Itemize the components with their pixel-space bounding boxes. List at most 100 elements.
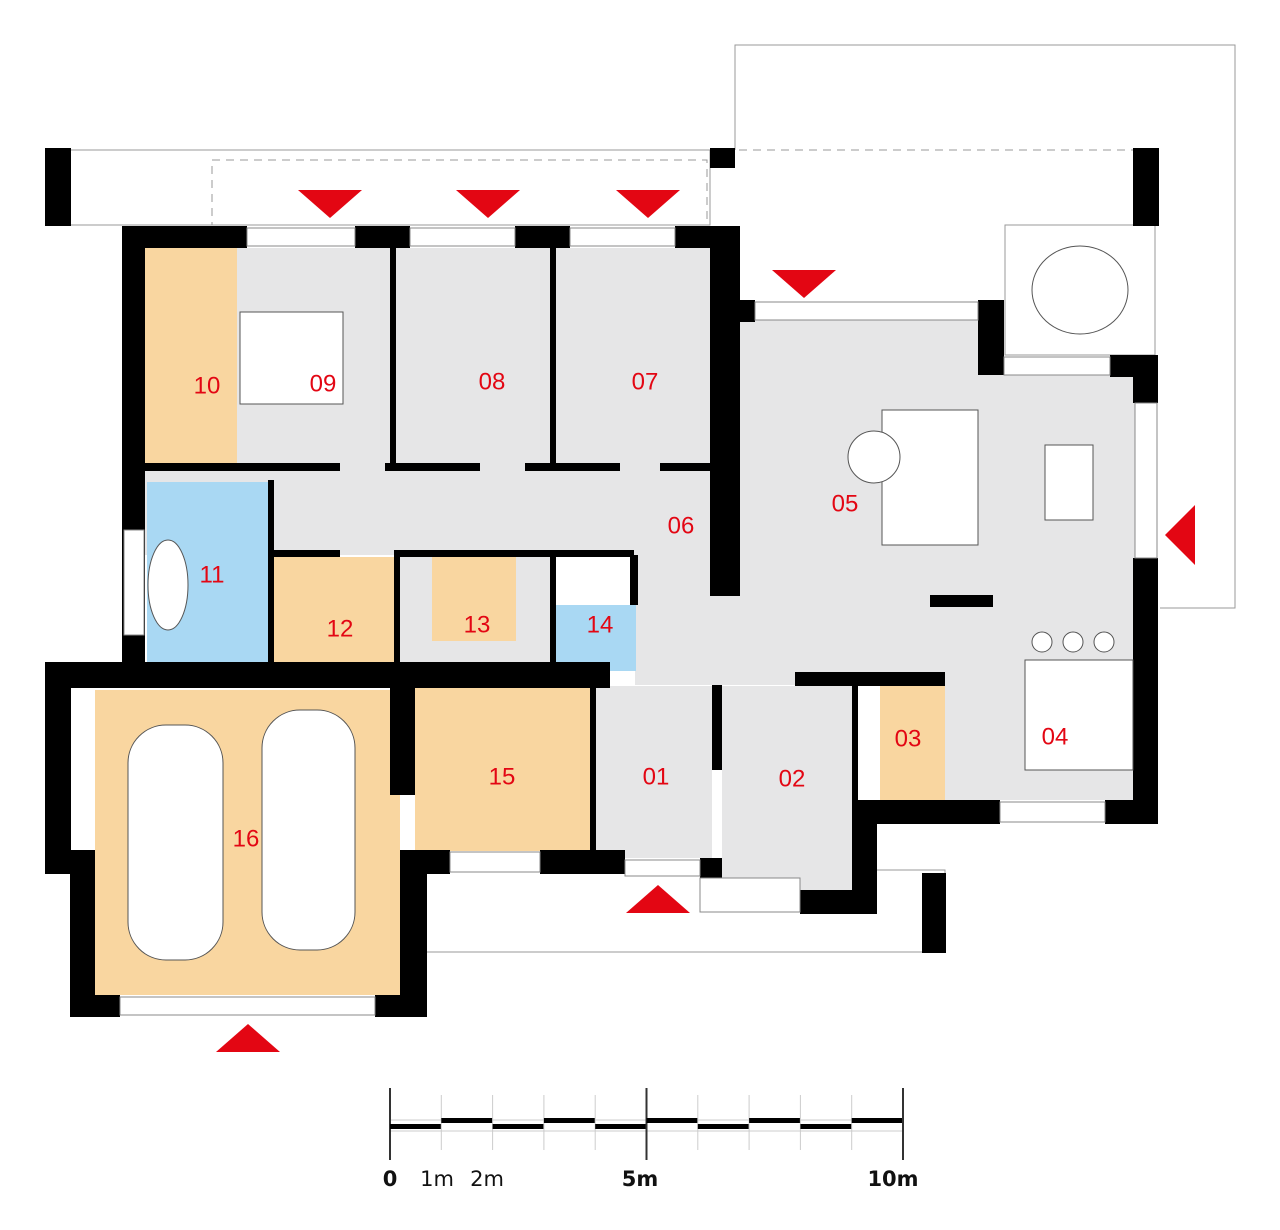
wall <box>70 995 120 1017</box>
room-label-03: 03 <box>895 725 922 752</box>
scale-label-2m: 2m <box>470 1167 504 1191</box>
wall <box>400 850 427 1017</box>
room-label-08: 08 <box>479 368 506 395</box>
arrow-left-icon <box>1165 505 1195 565</box>
scale-label-5m: 5m <box>622 1167 659 1191</box>
scale-bar: 0 1m 2m 5m 10m <box>383 1088 919 1191</box>
room-label-13: 13 <box>464 611 491 638</box>
window <box>1134 402 1158 559</box>
wall <box>710 226 740 596</box>
wall <box>660 463 712 471</box>
wall <box>1133 558 1158 823</box>
wall <box>1105 800 1158 824</box>
wall <box>385 463 480 471</box>
room-label-01: 01 <box>643 763 670 790</box>
wall <box>550 248 556 465</box>
window <box>624 859 701 877</box>
arrow-down-icon <box>616 190 680 218</box>
arrow-down-icon <box>772 270 836 298</box>
car-icon <box>127 724 224 961</box>
wall <box>930 595 993 607</box>
room-fill <box>145 248 237 465</box>
wall <box>550 555 556 672</box>
bathtub-icon <box>147 539 189 631</box>
wall <box>70 850 95 1015</box>
hob-icon <box>1093 631 1115 653</box>
scale-segment <box>492 1124 544 1129</box>
car-icon <box>261 709 356 951</box>
hob-icon <box>1062 631 1084 653</box>
windows <box>119 227 1158 1016</box>
wall <box>858 800 1000 824</box>
wall <box>630 555 638 605</box>
arrow-down-icon <box>456 190 520 218</box>
window <box>1003 356 1111 376</box>
room-fill <box>595 686 712 858</box>
arrow-up-icon <box>626 885 690 913</box>
room-fill <box>272 557 394 671</box>
bed-icon <box>239 311 344 405</box>
window <box>449 851 541 873</box>
wall <box>390 248 396 465</box>
wall <box>590 685 596 860</box>
wall <box>515 226 570 248</box>
room-label-16: 16 <box>233 825 260 852</box>
room-label-02: 02 <box>779 765 806 792</box>
room-label-06: 06 <box>668 512 695 539</box>
window <box>123 529 145 636</box>
room-label-09: 09 <box>310 370 337 397</box>
scale-segment <box>800 1124 852 1129</box>
scale-label-10m: 10m <box>867 1167 918 1191</box>
window <box>699 877 801 913</box>
room-fill <box>712 595 937 685</box>
room-fill <box>722 686 852 891</box>
wall <box>45 662 610 688</box>
scale-label-0: 0 <box>383 1167 398 1191</box>
wall <box>45 662 71 874</box>
room-label-14: 14 <box>587 611 614 638</box>
wall <box>394 555 400 672</box>
wall <box>540 850 625 874</box>
scale-segment <box>543 1118 596 1123</box>
window <box>409 227 516 247</box>
scale-segment <box>595 1124 647 1129</box>
kitchen-island-icon <box>1024 659 1134 771</box>
room-fill <box>556 605 636 671</box>
room-label-10: 10 <box>194 372 221 399</box>
scale-segment <box>749 1118 801 1123</box>
room-label-04: 04 <box>1042 723 1069 750</box>
room-fill <box>415 686 590 851</box>
wall <box>712 685 722 770</box>
wall <box>45 148 71 226</box>
walls <box>45 148 1159 1017</box>
room-label-12: 12 <box>327 615 354 642</box>
coffee-table-icon <box>847 430 901 484</box>
wall <box>525 463 620 471</box>
room-fill <box>556 248 712 465</box>
scale-segment <box>390 1124 442 1129</box>
room-fill <box>396 248 550 465</box>
wall <box>415 850 450 874</box>
wall <box>795 672 945 686</box>
entrance-arrows <box>216 190 1195 1052</box>
room-label-11: 11 <box>200 561 225 588</box>
wall <box>710 148 735 168</box>
room-fill <box>635 555 715 685</box>
room-fill <box>880 686 945 800</box>
arrow-up-icon <box>216 1024 280 1052</box>
room-fill <box>432 557 516 641</box>
scale-label-1m: 1m <box>420 1167 454 1191</box>
wall <box>270 550 340 557</box>
window <box>754 301 979 321</box>
scale-segment <box>851 1118 903 1123</box>
dining-table-icon <box>1044 444 1094 521</box>
room-label-15: 15 <box>489 763 516 790</box>
wall <box>922 873 946 953</box>
room-label-05: 05 <box>832 490 859 517</box>
window <box>119 996 376 1016</box>
wall <box>978 300 1004 375</box>
wall <box>852 685 858 805</box>
wall <box>145 463 340 471</box>
